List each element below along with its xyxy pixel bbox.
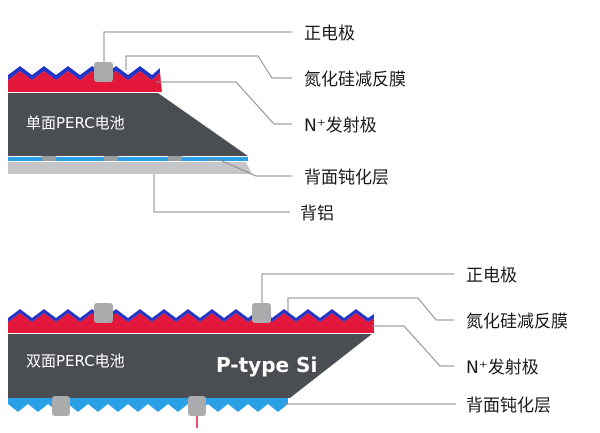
front-electrode-right: [252, 303, 271, 323]
rear-passivation-layer: [8, 157, 248, 161]
top-leader-lines: [103, 31, 292, 213]
rear-electrode-left: [52, 396, 70, 416]
front-electrode-left: [94, 303, 113, 323]
label-antireflection-bifacial: 氮化硅减反膜: [466, 312, 568, 332]
label-n-emitter: N⁺发射极: [304, 116, 377, 136]
n-emitter-layer: [8, 71, 162, 92]
label-n-emitter-bifacial: N⁺发射极: [466, 358, 539, 378]
label-front-electrode-bifacial: 正电极: [466, 266, 517, 286]
bifacial-perc-name: 双面PERC电池: [26, 352, 125, 370]
bifacial-perc-cell: 双面PERC电池 P-type Si: [8, 303, 374, 416]
label-antireflection: 氮化硅减反膜: [304, 70, 406, 90]
label-rear-passivation-bifacial: 背面钝化层: [466, 396, 551, 416]
front-electrode: [94, 62, 113, 82]
mono-perc-cell: 单面PERC电池: [8, 62, 252, 174]
rear-local-contacts: [42, 155, 182, 161]
silicon-nitride-layer: [8, 66, 160, 80]
silicon-body: [8, 93, 248, 156]
rear-texture-bifacial: [8, 402, 288, 412]
mono-perc-name: 单面PERC电池: [26, 114, 125, 132]
substrate-label: P-type Si: [216, 353, 317, 377]
silicon-nitride-layer-bifacial: [8, 309, 374, 322]
label-front-electrode: 正电极: [304, 24, 355, 44]
label-rear-passivation: 背面钝化层: [304, 168, 389, 188]
rear-electrode-right: [188, 396, 206, 416]
bottom-leader-lines: [196, 273, 456, 428]
silicon-body-bifacial: [8, 334, 372, 398]
back-aluminum-layer: [8, 162, 252, 174]
rear-passivation-layer-bifacial: [8, 398, 288, 402]
n-emitter-layer-bifacial: [8, 313, 374, 333]
label-back-aluminum: 背铝: [300, 204, 334, 224]
